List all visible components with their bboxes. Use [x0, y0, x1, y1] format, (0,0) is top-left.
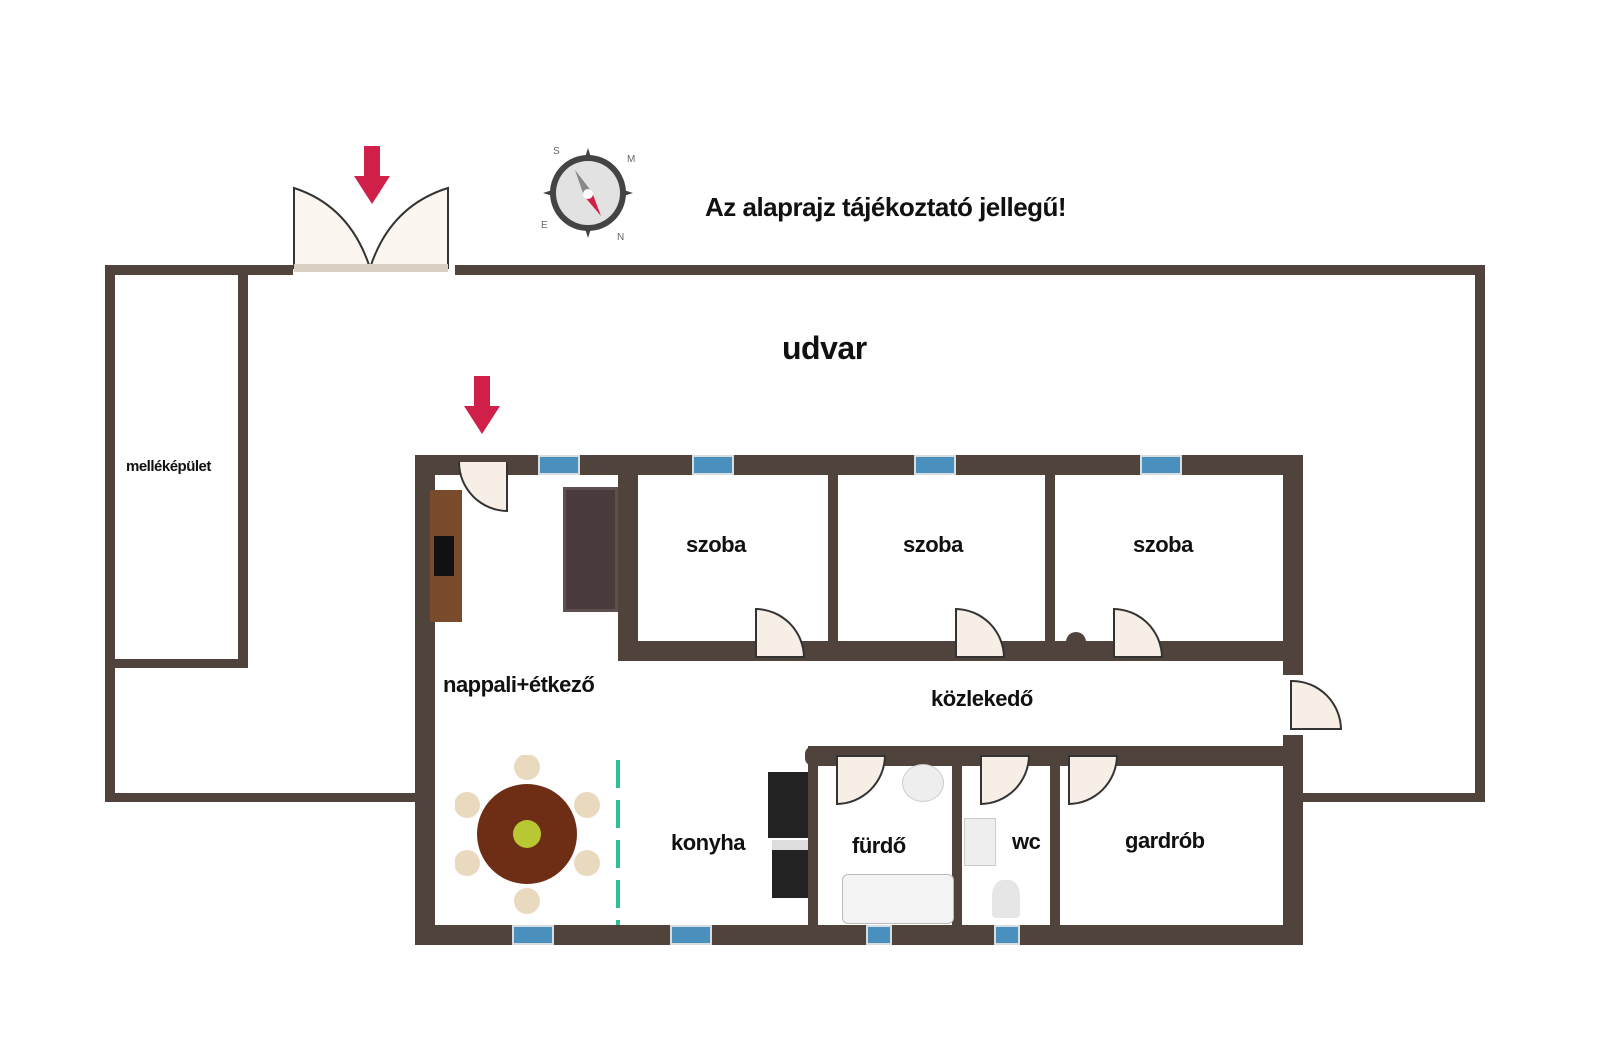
wc-sink [964, 818, 996, 866]
label-wardrobe: gardrób [1125, 828, 1205, 853]
dining-table [455, 755, 600, 914]
label-kitchen: konyha [671, 830, 746, 855]
bathtub [842, 874, 954, 924]
toilet [992, 880, 1020, 918]
label-outbuilding: melléképület [126, 458, 211, 475]
window [1140, 455, 1182, 475]
label-courtyard: udvar [782, 330, 867, 366]
label-hallway: közlekedő [931, 686, 1033, 711]
window [692, 455, 734, 475]
sofa [563, 487, 618, 612]
label-wc: wc [1012, 829, 1041, 854]
room-door[interactable] [1113, 608, 1163, 658]
side-door[interactable] [1290, 680, 1342, 730]
tv-cabinet [430, 490, 462, 622]
window [914, 455, 956, 475]
bathroom-sink [902, 764, 944, 802]
window [538, 455, 580, 475]
window [994, 925, 1020, 945]
wardrobe-door[interactable] [1068, 755, 1118, 805]
entrance-arrow-icon [464, 376, 500, 434]
stove [772, 840, 808, 898]
disclaimer-text: Az alaprajz tájékoztató jellegű! [705, 192, 1067, 222]
room-door[interactable] [955, 608, 1005, 658]
bathroom-door[interactable] [836, 755, 886, 805]
divider-line [616, 760, 620, 925]
room-door[interactable] [755, 608, 805, 658]
compass-n: N [617, 232, 624, 243]
window [866, 925, 892, 945]
compass-s: S [553, 146, 560, 157]
entrance-door[interactable] [458, 462, 508, 512]
compass-e: E [541, 220, 548, 231]
compass-m: M [627, 154, 635, 165]
gate-icon [293, 186, 449, 272]
label-living-dining: nappali+étkező [443, 672, 595, 697]
wc-door[interactable] [980, 755, 1030, 805]
window [512, 925, 554, 945]
kitchen-sink [768, 772, 808, 838]
label-room-1: szoba [686, 532, 746, 557]
label-bathroom: fürdő [852, 833, 906, 858]
label-room-3: szoba [1133, 532, 1193, 557]
label-room-2: szoba [903, 532, 963, 557]
window [670, 925, 712, 945]
compass-icon: S M E N [541, 146, 635, 243]
entrance-arrow-icon [354, 146, 390, 204]
